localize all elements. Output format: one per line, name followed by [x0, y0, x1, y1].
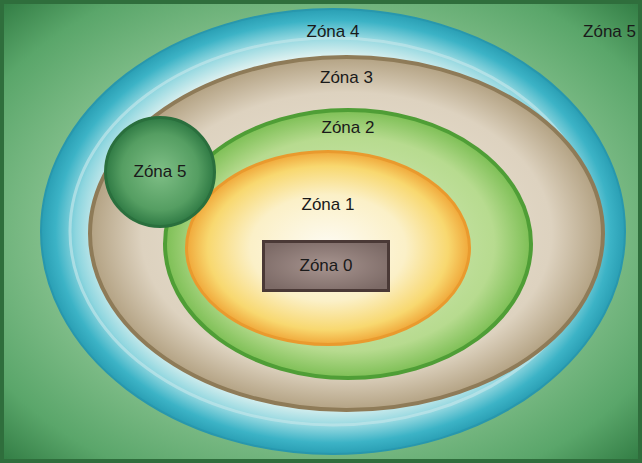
- zone-label: Zóna 0: [300, 256, 353, 276]
- zone-label-row: Zóna 1: [185, 195, 471, 215]
- zone-0-box: Zóna 0: [262, 240, 390, 292]
- zone-2-ring: Zóna 2 Zóna 1 Zóna 0: [163, 108, 533, 380]
- zone-label-row: Zóna 4: [40, 22, 626, 42]
- zone-label: Zóna 5: [134, 162, 187, 182]
- zone-3-ring: Zóna 3 Zóna 2 Zóna 1 Zóna 0 Zóna 5: [88, 55, 605, 412]
- zone-label: Zóna 2: [322, 118, 375, 138]
- zone-label-row: Zóna 0: [262, 256, 390, 276]
- zone-4-ring: Zóna 4 Zóna 3 Zóna 2 Zóna 1 Zóna 0 Zóna 5: [40, 8, 626, 455]
- zone-5-circle: Zóna 5: [104, 116, 216, 228]
- zone-label: Zóna 1: [302, 195, 355, 215]
- zone-label-row: Zóna 2: [163, 118, 533, 138]
- zone-label: Zóna 4: [307, 22, 360, 42]
- zone-label: Zóna 5: [583, 22, 636, 42]
- zone-1-ring: Zóna 1 Zóna 0: [185, 150, 471, 346]
- zone-label: Zóna 3: [320, 68, 373, 88]
- zone-label-row: Zóna 5: [104, 162, 216, 182]
- zone-label-row: Zóna 3: [88, 68, 605, 88]
